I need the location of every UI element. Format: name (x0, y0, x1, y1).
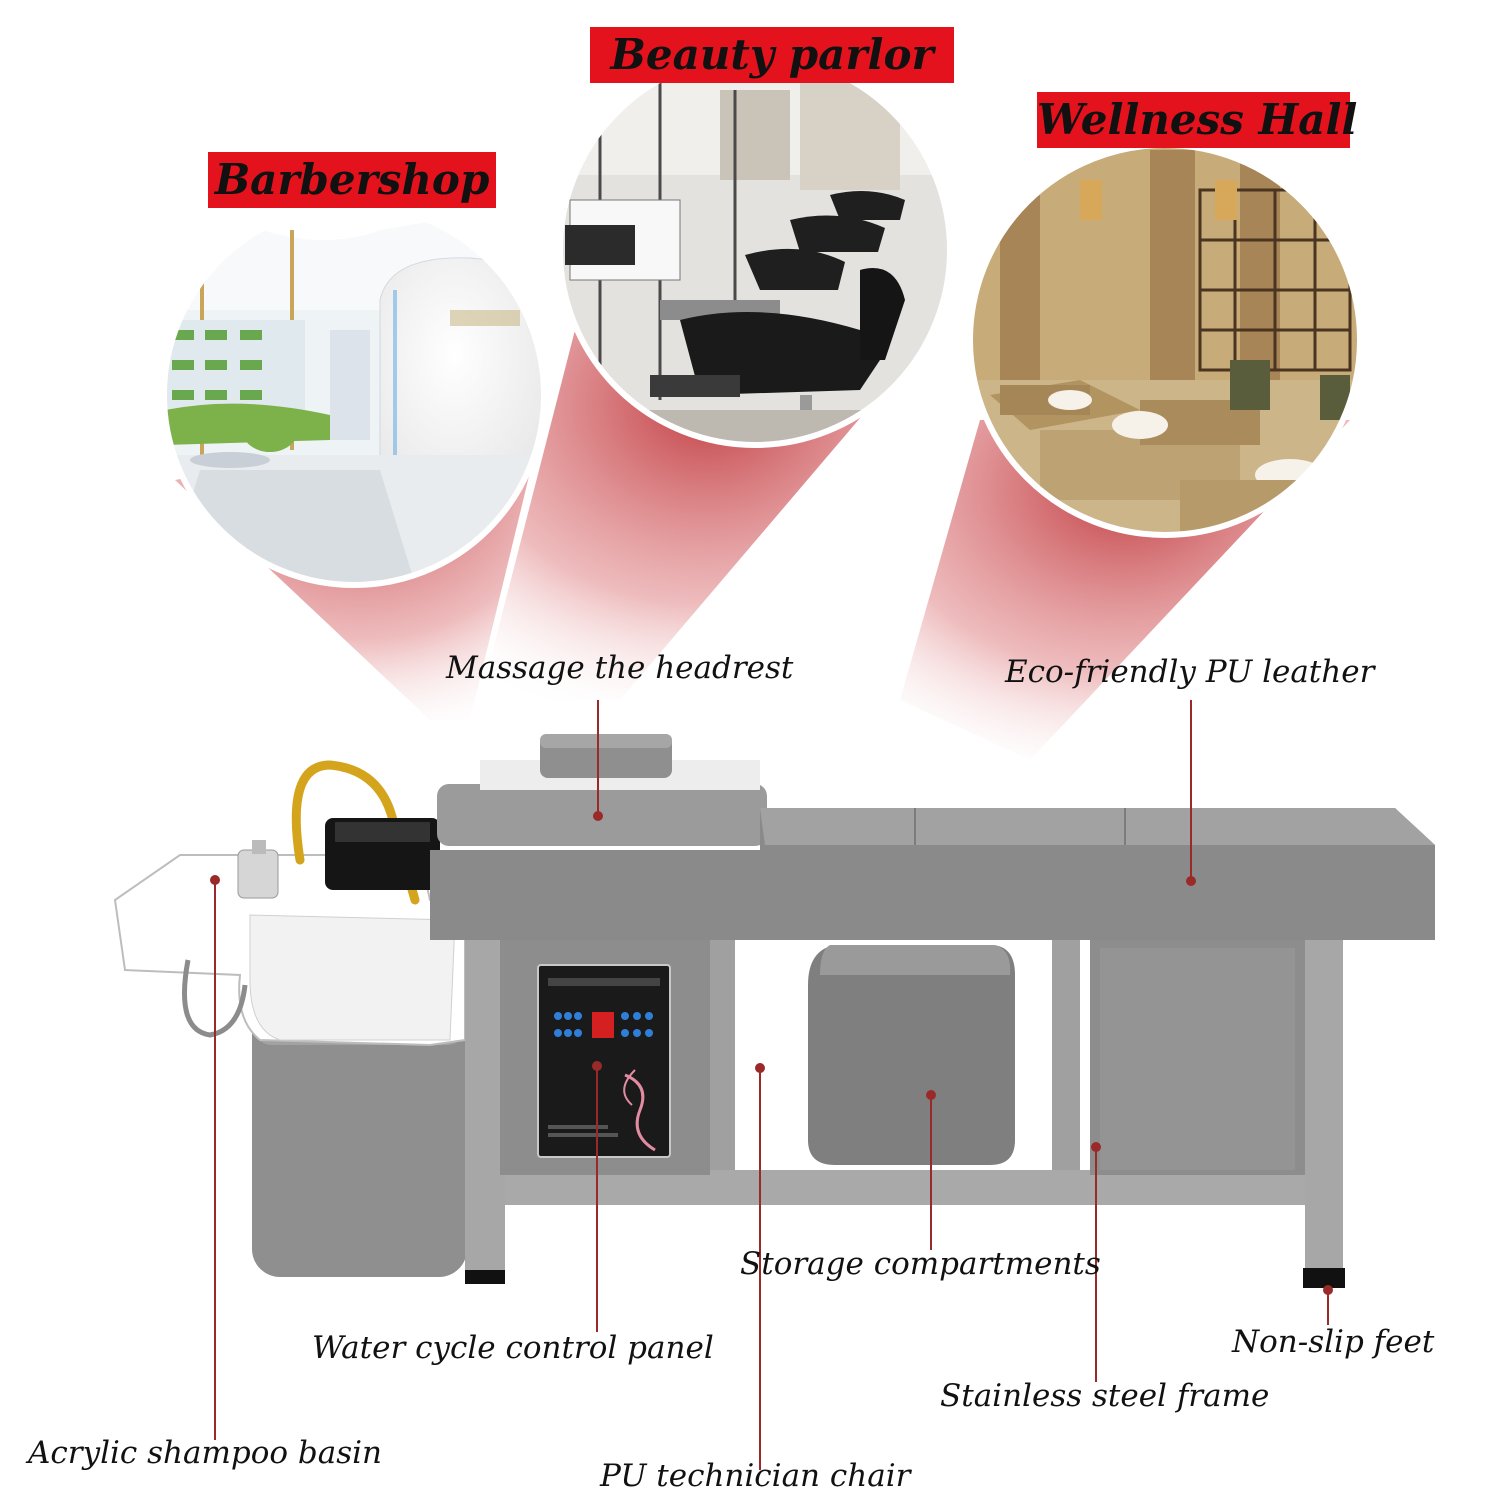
dot-feet (1323, 1285, 1333, 1295)
dot-leather (1186, 876, 1196, 886)
dot-storage (926, 1090, 936, 1100)
leader-lines (214, 700, 1329, 1470)
dot-basin (210, 875, 220, 885)
dot-control-panel (592, 1061, 602, 1071)
dot-frame (1091, 1142, 1101, 1152)
dot-chair (755, 1063, 765, 1073)
callout-storage: Storage compartments (740, 1246, 1101, 1282)
tag-barbershop: Barbershop (208, 152, 496, 208)
callout-control-panel: Water cycle control panel (312, 1330, 714, 1366)
callout-feet: Non-slip feet (1232, 1324, 1435, 1360)
faucet (237, 849, 279, 899)
frame-leg-front-left (465, 940, 505, 1275)
gold-rail (291, 760, 420, 905)
callout-leather: Eco-friendly PU leather (1005, 654, 1375, 690)
dot-headrest (593, 811, 603, 821)
callout-basin: Acrylic shampoo basin (28, 1435, 383, 1471)
beauty-parlor-photo (560, 55, 950, 445)
basin-pedestal (252, 1005, 467, 1277)
callout-headrest: Massage the headrest (446, 650, 794, 686)
bottom-shelf (505, 1170, 1305, 1205)
callout-chair: PU technician chair (600, 1458, 911, 1494)
callout-frame: Stainless steel frame (940, 1378, 1270, 1414)
hose (182, 959, 248, 1038)
technician-chair (808, 945, 1015, 1165)
wellness-hall-photo (970, 145, 1360, 535)
frame-leg-front-right (1305, 940, 1343, 1270)
tag-beauty-parlor: Beauty parlor (590, 27, 954, 83)
non-slip-foot (1303, 1268, 1345, 1288)
control-panel (537, 964, 671, 1158)
tag-wellness-hall: Wellness Hall (1037, 92, 1357, 148)
